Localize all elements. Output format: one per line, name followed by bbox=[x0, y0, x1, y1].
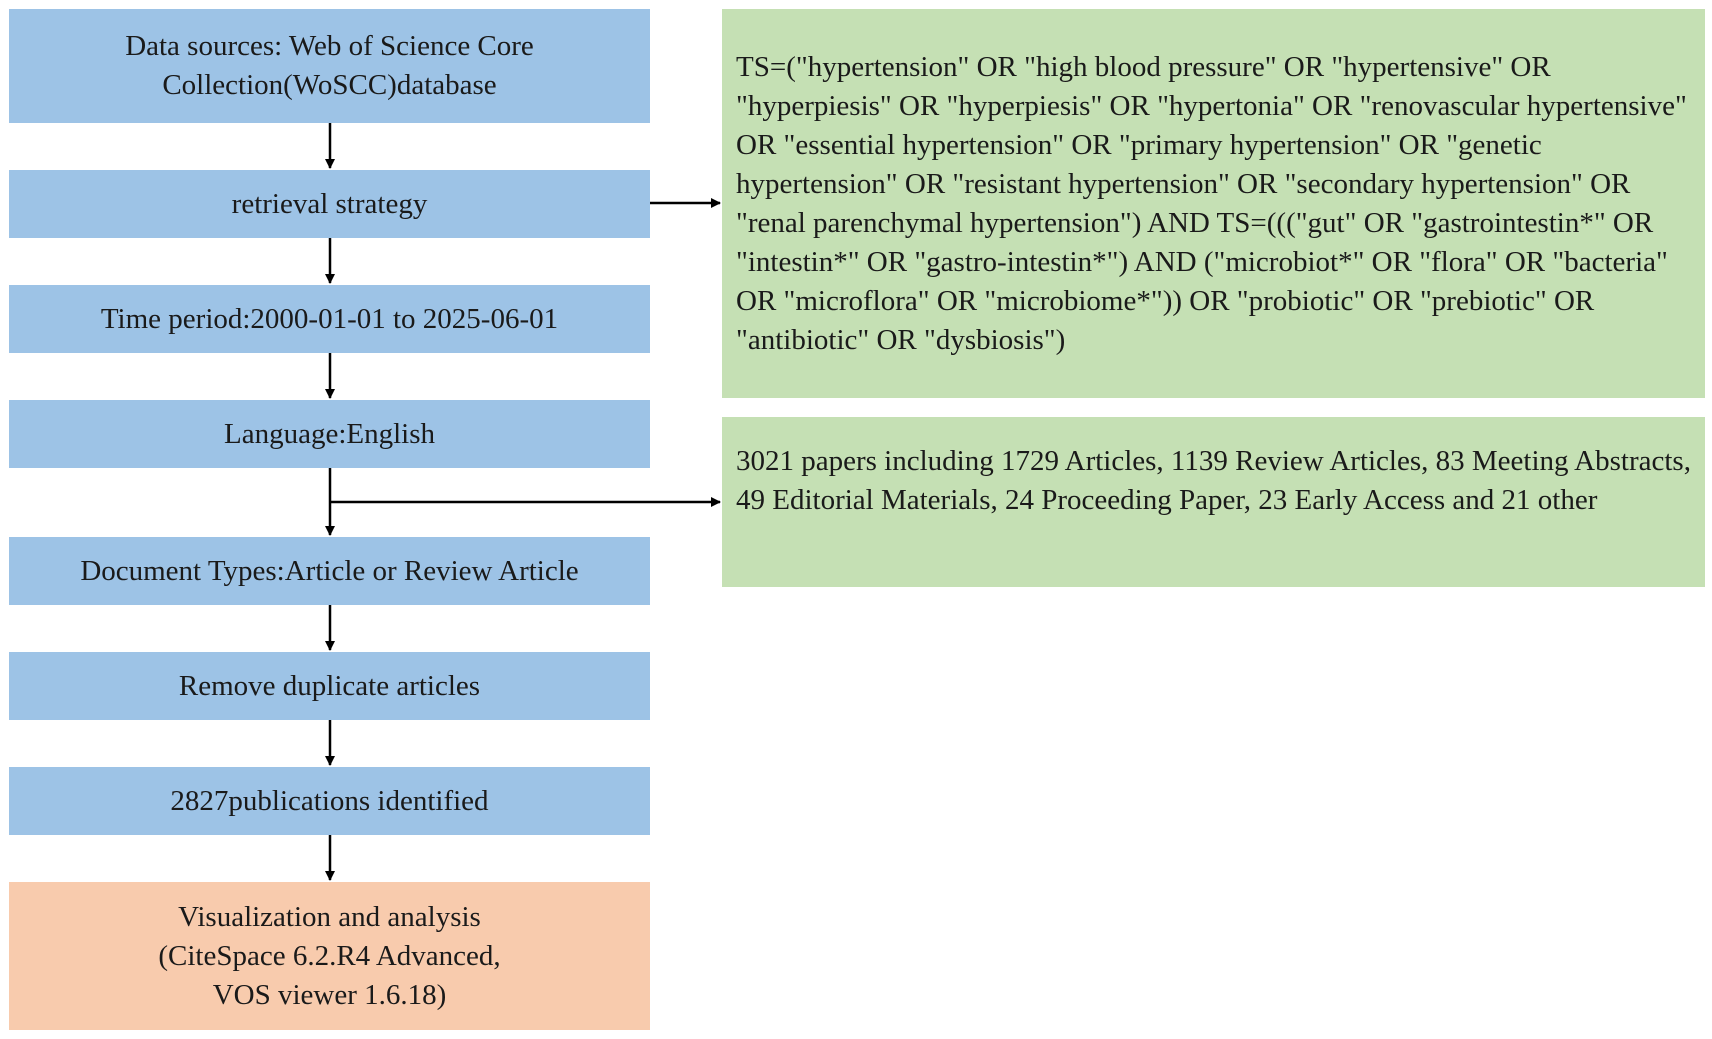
remove-duplicates-box: Remove duplicate articles bbox=[9, 652, 650, 720]
remove-duplicates-text: Remove duplicate articles bbox=[178, 669, 481, 702]
language-text: Language:English bbox=[223, 417, 435, 450]
language-box: Language:English bbox=[9, 400, 650, 468]
search-query-box: TS=("hypertension" OR "high blood pressu… bbox=[722, 9, 1705, 398]
visualization-box: Visualization and analysis (CiteSpace 6.… bbox=[9, 882, 650, 1030]
publications-identified-box: 2827publications identified bbox=[9, 767, 650, 835]
paper-counts-box: 3021 papers including 1729 Articles, 113… bbox=[722, 417, 1705, 587]
retrieval-strategy-box: retrieval strategy bbox=[9, 170, 650, 238]
data-sources-box: Data sources: Web of Science Core Collec… bbox=[9, 9, 650, 123]
document-types-text: Document Types:Article or Review Article bbox=[80, 554, 579, 587]
paper-counts-text: 3021 papers including 1729 Articles, 113… bbox=[736, 445, 1691, 516]
retrieval-strategy-text: retrieval strategy bbox=[231, 187, 428, 220]
document-types-box: Document Types:Article or Review Article bbox=[9, 537, 650, 605]
time-period-text: Time period:2000-01-01 to 2025-06-01 bbox=[100, 302, 559, 335]
visualization-text: Visualization and analysis (CiteSpace 6.… bbox=[158, 900, 501, 1011]
publications-identified-text: 2827publications identified bbox=[170, 784, 489, 817]
search-query-text: TS=("hypertension" OR "high blood pressu… bbox=[736, 50, 1687, 356]
data-sources-text: Data sources: Web of Science Core Collec… bbox=[125, 30, 534, 101]
time-period-box: Time period:2000-01-01 to 2025-06-01 bbox=[9, 285, 650, 353]
